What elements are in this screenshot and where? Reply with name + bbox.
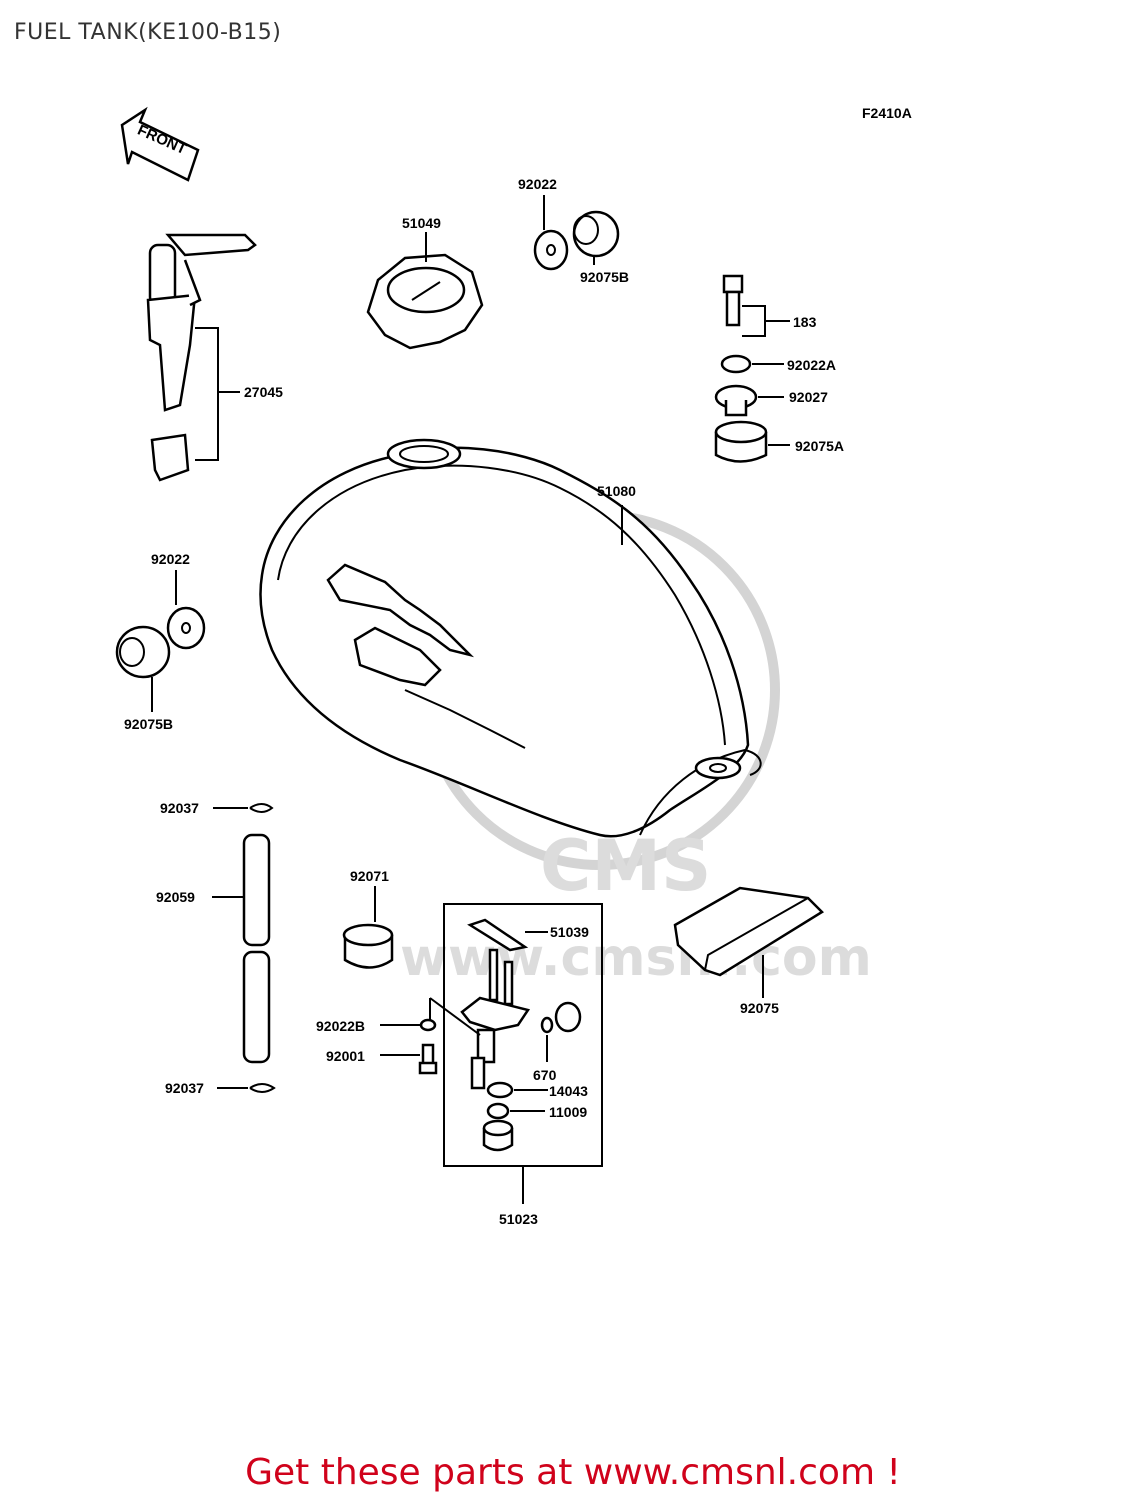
page-title: FUEL TANK(KE100-B15) xyxy=(14,20,282,45)
footer-promo-text: Get these parts at www.cmsnl.com ! xyxy=(245,1452,901,1493)
label-92037-bottom: 92037 xyxy=(165,1080,204,1096)
front-arrow-icon: FRONT xyxy=(120,106,200,182)
washer-92022B-icon xyxy=(419,1018,437,1032)
figure-code: F2410A xyxy=(862,105,912,121)
label-92075B-left: 92075B xyxy=(124,716,173,732)
clip-top-icon xyxy=(249,803,274,813)
tank-pad-icon xyxy=(673,886,825,977)
label-92037-top: 92037 xyxy=(160,800,199,816)
screw-92001-icon xyxy=(418,1043,438,1075)
label-92027: 92027 xyxy=(789,389,828,405)
label-14043: 14043 xyxy=(549,1083,588,1099)
label-51039: 51039 xyxy=(550,924,589,940)
label-92022B: 92022B xyxy=(316,1018,365,1034)
label-670: 670 xyxy=(533,1067,557,1083)
label-92001: 92001 xyxy=(326,1048,365,1064)
fuel-hose-icon xyxy=(242,833,271,1064)
clip-bottom-icon xyxy=(249,1083,276,1093)
leader-92022-top xyxy=(543,195,595,265)
label-183: 183 xyxy=(793,314,817,330)
label-92022A: 92022A xyxy=(787,357,836,373)
washer-top-icon xyxy=(533,229,569,271)
collar-92027-icon xyxy=(714,384,758,417)
label-51080: 51080 xyxy=(597,483,636,499)
grommet-92075A-icon xyxy=(714,420,768,463)
washer-left-icon xyxy=(166,606,206,650)
grommet-92071-icon xyxy=(342,923,394,969)
label-92075B-top: 92075B xyxy=(580,269,629,285)
label-92022-left: 92022 xyxy=(151,551,190,567)
bolt-icon xyxy=(722,274,744,327)
label-51023: 51023 xyxy=(499,1211,538,1227)
label-11009: 11009 xyxy=(549,1104,587,1120)
grommet-top-icon xyxy=(572,210,620,258)
grommet-left-icon xyxy=(115,625,171,679)
ignition-key-set-icon xyxy=(146,233,257,482)
fuel-tank-icon xyxy=(259,438,762,838)
label-92022-top: 92022 xyxy=(518,176,557,192)
label-51049: 51049 xyxy=(402,215,441,231)
leader-183 xyxy=(742,305,790,337)
label-92071: 92071 xyxy=(350,868,389,884)
label-92075A: 92075A xyxy=(795,438,844,454)
watermark-logo-text: CMS xyxy=(540,825,711,907)
fuel-cock-icon xyxy=(429,948,582,1090)
washer-92022A-icon xyxy=(720,354,752,374)
fuel-cap-icon xyxy=(366,253,484,350)
leader-92022-left xyxy=(151,570,177,712)
filter-bowl-icon xyxy=(482,1119,514,1152)
label-92059: 92059 xyxy=(156,889,195,905)
leader-27045 xyxy=(195,327,240,461)
label-92075: 92075 xyxy=(740,1000,779,1016)
oring-11009-icon xyxy=(486,1102,510,1120)
parts-diagram: CMS www.cmsnl.com F2410A FRONT 27045 510… xyxy=(115,105,912,1227)
watermark-url: www.cmsnl.com xyxy=(400,928,872,988)
label-27045: 27045 xyxy=(244,384,283,400)
washer-14043-icon xyxy=(486,1081,514,1099)
gasket-51039-icon xyxy=(467,918,529,952)
